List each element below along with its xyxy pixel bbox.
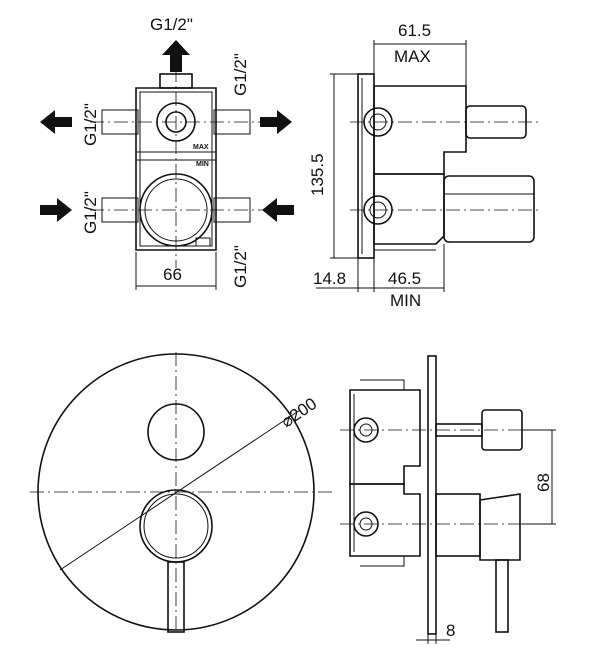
side-depth-min-value: 46.5 — [388, 269, 421, 288]
side-depth-max-label: MAX — [394, 47, 431, 66]
arrow-right-icon — [40, 198, 72, 222]
width-dimension: 66 — [163, 265, 182, 284]
arrow-up-icon — [162, 40, 190, 72]
arrow-left-icon — [262, 198, 294, 222]
valve-body-front-view: MAX MIN G1/2" G1/2" G1/2" G1/2" G1/2" 66 — [40, 15, 294, 290]
left-bottom-port-label: G1/2" — [81, 191, 100, 234]
height-dimension: 135.5 — [308, 153, 327, 196]
spacing-dimension: 68 — [534, 473, 553, 492]
assembly-side-view: 68 8 — [340, 355, 556, 644]
diameter-dimension: ⌀200 — [278, 394, 321, 431]
plate-offset-dimension: 14.8 — [313, 269, 346, 288]
plate-thickness-dimension: 8 — [446, 621, 455, 640]
max-mark: MAX — [193, 144, 209, 151]
cover-plate-front-view: ⌀200 — [30, 352, 332, 633]
top-port-label: G1/2" — [150, 15, 193, 34]
left-top-port-label: G1/2" — [81, 103, 100, 146]
min-mark: MIN — [196, 161, 209, 168]
arrow-right-icon — [260, 110, 292, 134]
right-bottom-port-label: G1/2" — [231, 245, 250, 288]
side-depth-min-label: MIN — [390, 291, 421, 310]
side-depth-max-value: 61.5 — [398, 21, 431, 40]
arrow-left-icon — [40, 110, 72, 134]
valve-body-side-view: 61.5 MAX 135.5 14.8 46.5 MIN — [308, 21, 540, 310]
right-top-port-label: G1/2" — [231, 53, 250, 96]
